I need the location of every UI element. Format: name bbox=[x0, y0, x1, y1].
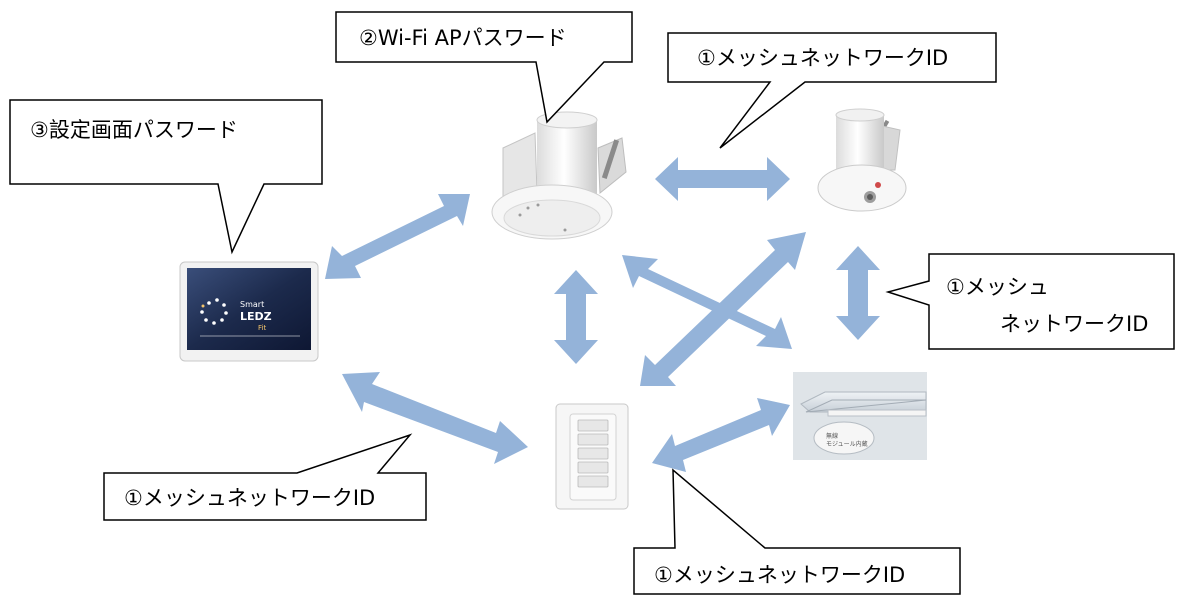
callout-mesh-right-text-1: ①メッシュ bbox=[946, 275, 1049, 299]
callout-wifi-ap-text: ②Wi-Fi APパスワード bbox=[359, 26, 567, 50]
arrow-tablet-to-ap bbox=[325, 194, 470, 279]
arrow-sensor-to-switch bbox=[640, 232, 806, 386]
linear-light-fixture-device: 無線 モジュール内蔵 bbox=[793, 372, 927, 460]
wall-switch-device bbox=[555, 403, 629, 510]
arrow-ap-to-switch bbox=[554, 270, 598, 364]
callout-settings: ③設定画面パスワード bbox=[9, 99, 323, 255]
arrow-tablet-to-switch bbox=[342, 372, 528, 464]
callout-mesh-bottom-text: ①メッシュネットワークID bbox=[654, 563, 905, 587]
callout-mesh-right-text-2: ネットワークID bbox=[1000, 312, 1148, 336]
tablet-brand-large: LEDZ bbox=[240, 310, 272, 323]
tablet-brand-fit: Fit bbox=[258, 324, 266, 332]
wifi-access-point-device bbox=[491, 111, 627, 240]
callout-mesh-bottom-left-text: ①メッシュネットワークID bbox=[124, 486, 375, 510]
callout-mesh-top-text: ①メッシュネットワークID bbox=[697, 46, 948, 70]
callout-settings-text: ③設定画面パスワード bbox=[30, 118, 238, 142]
ceiling-sensor-device bbox=[817, 108, 907, 212]
arrow-switch-to-fixture bbox=[652, 398, 790, 472]
callout-mesh-bottom-left: ①メッシュネットワークID bbox=[103, 433, 427, 521]
ring-logo-icon bbox=[200, 298, 228, 325]
arrow-ap-to-sensor bbox=[655, 157, 790, 201]
touch-panel-device: Smart LEDZ Fit bbox=[179, 261, 319, 362]
callout-mesh-top: ①メッシュネットワークID bbox=[667, 32, 997, 149]
callout-mesh-bottom: ①メッシュネットワークID bbox=[633, 468, 961, 595]
callout-wifi-ap: ②Wi-Fi APパスワード bbox=[335, 11, 633, 124]
fixture-module-label-2: モジュール内蔵 bbox=[826, 440, 868, 448]
connection-arrows bbox=[325, 157, 880, 472]
tablet-brand-small: Smart bbox=[240, 300, 264, 309]
arrow-ap-to-fixture bbox=[622, 255, 792, 349]
callout-mesh-right: ①メッシュ ネットワークID bbox=[885, 253, 1175, 350]
arrow-sensor-to-fixture bbox=[836, 246, 880, 340]
fixture-module-label: 無線 bbox=[826, 432, 838, 440]
